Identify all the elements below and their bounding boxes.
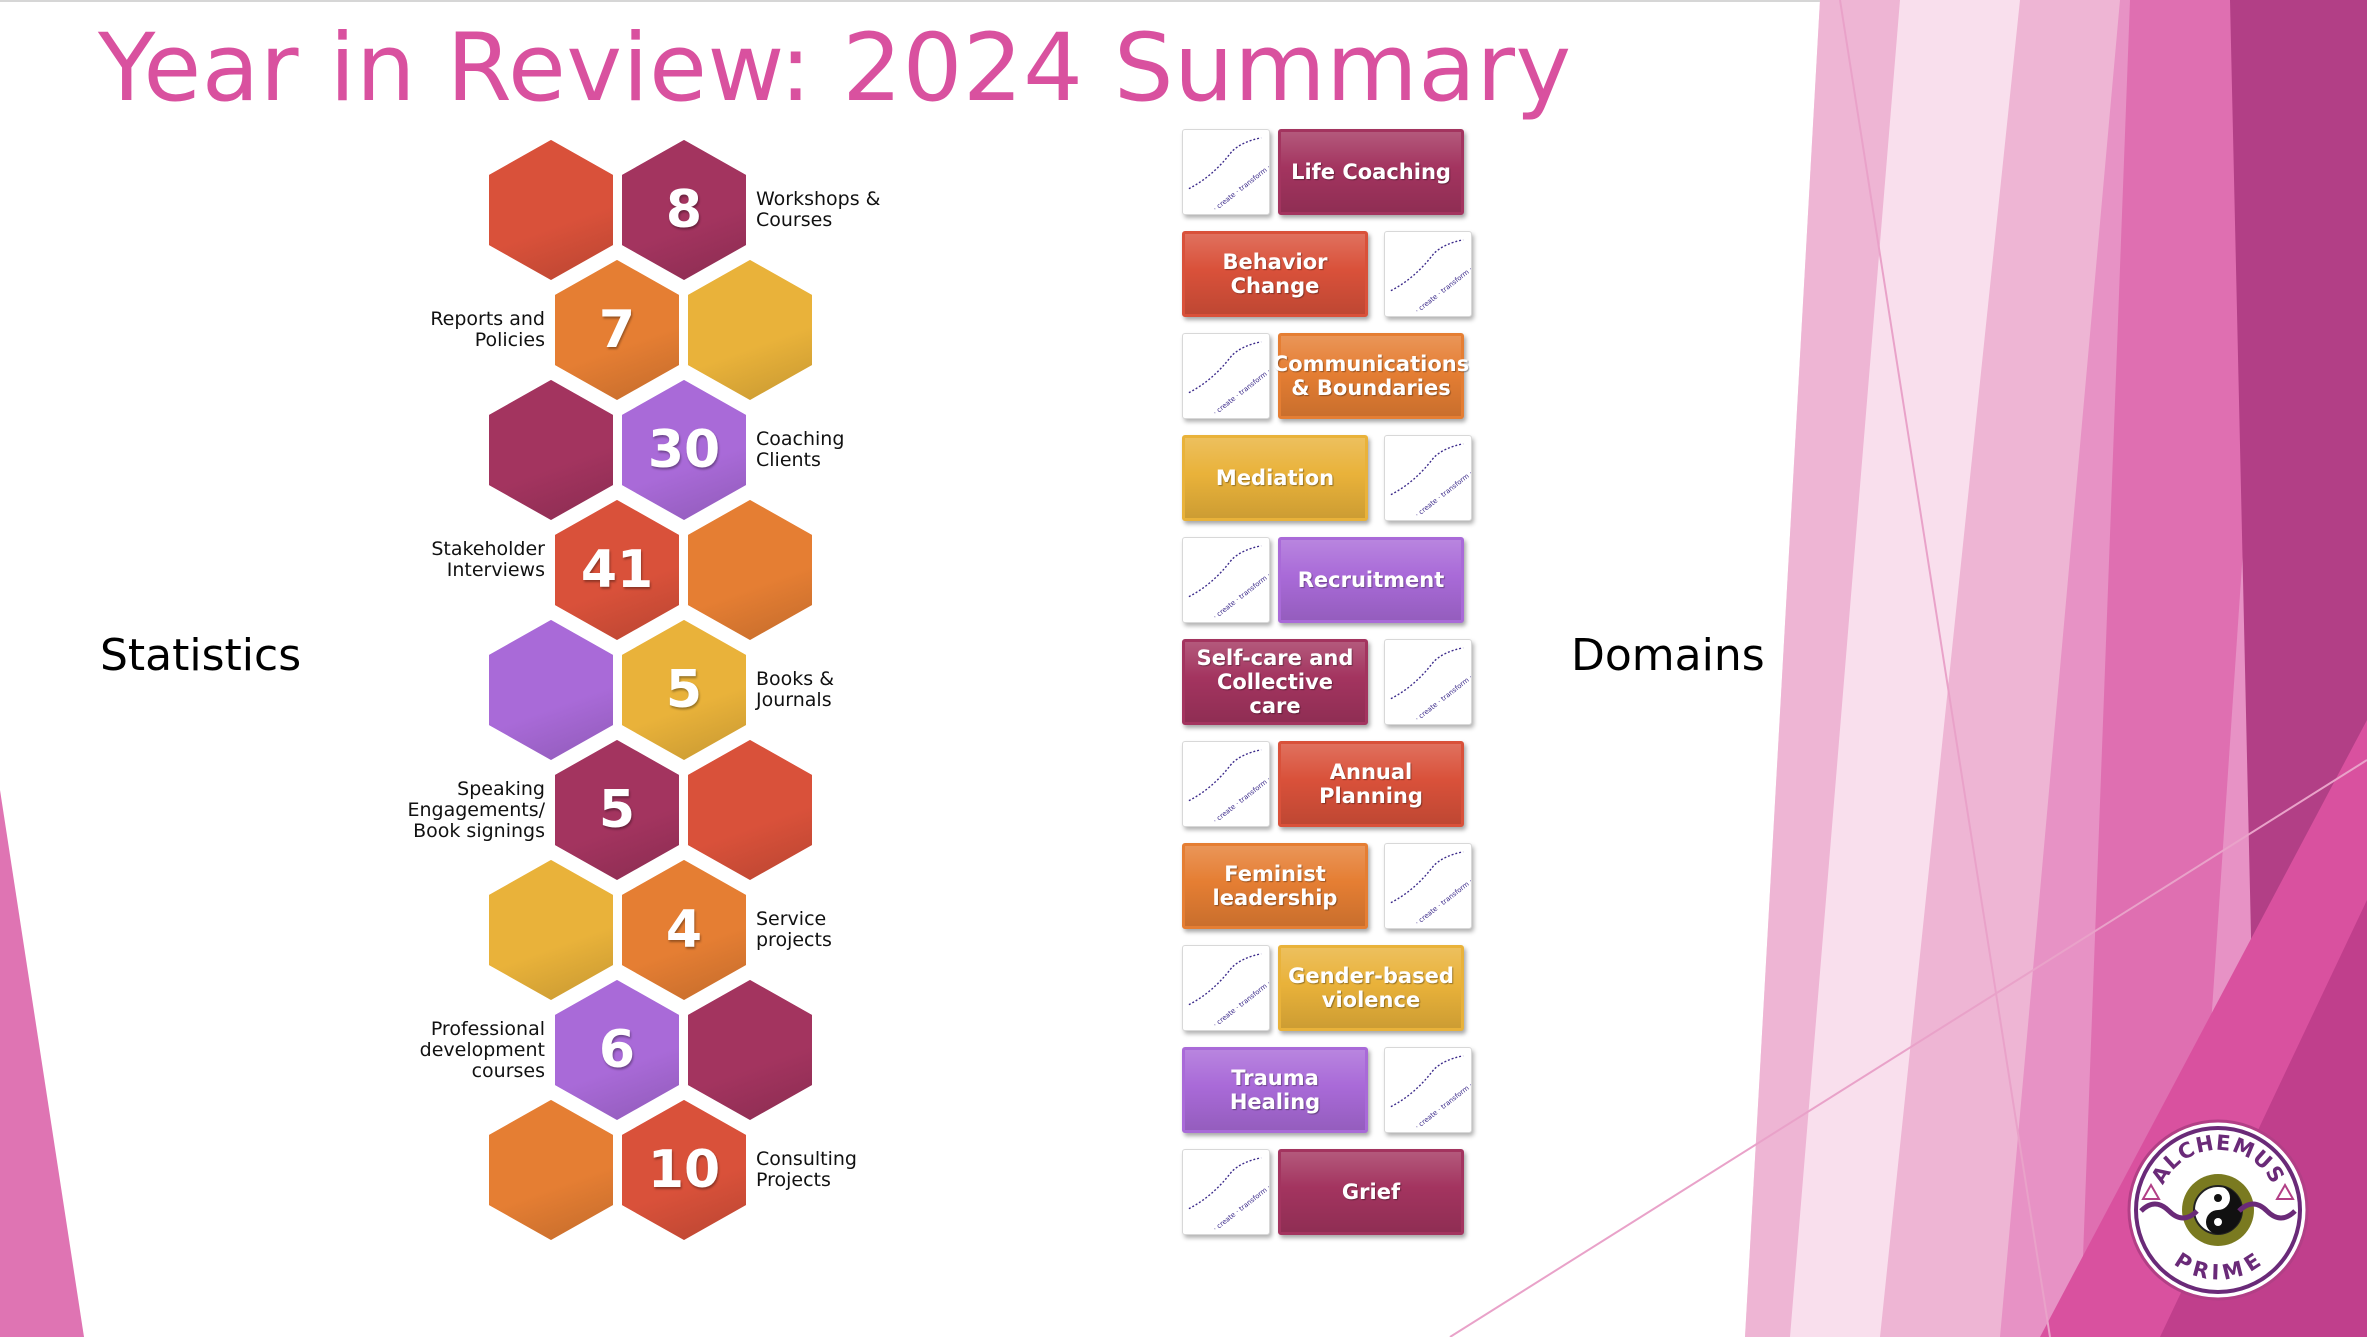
statistic-hexagon: 8 — [622, 140, 746, 280]
domain-thumbnail-image: · create · transform · — [1182, 129, 1270, 215]
domain-box: Self-care and Collective care — [1182, 639, 1368, 725]
domain-thumbnail-image: · create · transform · — [1384, 639, 1472, 725]
domain-box: Trauma Healing — [1182, 1047, 1368, 1133]
svg-text:· create · transform ·: · create · transform · — [1212, 367, 1269, 417]
svg-text:· create · transform ·: · create · transform · — [1212, 571, 1269, 621]
statistic-label: Professional development courses — [419, 1017, 545, 1082]
statistics-heading: Statistics — [100, 630, 302, 681]
svg-text:· create · transform ·: · create · transform · — [1212, 775, 1269, 825]
statistic-value: 30 — [647, 420, 721, 480]
domain-thumbnail-image: · create · transform · — [1384, 231, 1472, 317]
statistic-hexagon: 30 — [622, 380, 746, 520]
statistic-label: Reports and Policies — [430, 308, 545, 351]
svg-text:· create · transform ·: · create · transform · — [1414, 265, 1471, 315]
statistic-label: Books & Journals — [756, 668, 835, 711]
statistic-value: 4 — [665, 900, 703, 960]
statistic-label: Service projects — [756, 908, 832, 951]
decorative-hexagon — [688, 260, 812, 400]
domain-box: Annual Planning — [1278, 741, 1464, 827]
svg-text:· create · transform ·: · create · transform · — [1414, 469, 1471, 519]
domain-thumbnail-image: · create · transform · — [1384, 843, 1472, 929]
statistic-label: Consulting Projects — [756, 1148, 857, 1191]
domain-thumbnail-image: · create · transform · — [1182, 945, 1270, 1031]
page-title: Year in Review: 2024 Summary — [98, 14, 1572, 123]
domain-thumbnail-image: · create · transform · — [1182, 741, 1270, 827]
statistic-hexagon: 7 — [555, 260, 679, 400]
domain-box: Communications & Boundaries — [1273, 333, 1469, 419]
domain-thumbnail-image: · create · transform · — [1384, 1047, 1472, 1133]
svg-text:· create · transform ·: · create · transform · — [1414, 877, 1471, 927]
svg-text:· create · transform ·: · create · transform · — [1414, 673, 1471, 723]
statistic-value: 41 — [580, 540, 654, 600]
statistic-value: 8 — [665, 180, 703, 240]
statistic-value: 5 — [598, 780, 636, 840]
domain-box: Behavior Change — [1182, 231, 1368, 317]
svg-text:· create · transform ·: · create · transform · — [1212, 163, 1269, 213]
domain-box: Mediation — [1182, 435, 1368, 521]
statistic-value: 7 — [598, 300, 636, 360]
domain-thumbnail-image: · create · transform · — [1182, 1149, 1270, 1235]
domain-thumbnail-image: · create · transform · — [1182, 537, 1270, 623]
statistic-hexagon: 10 — [622, 1100, 746, 1240]
alchemus-prime-logo: ALCHEMUS PRIME — [2127, 1119, 2309, 1301]
decorative-hexagon — [489, 1100, 613, 1240]
statistic-value: 6 — [598, 1020, 636, 1080]
svg-text:· create · transform ·: · create · transform · — [1212, 979, 1269, 1029]
statistic-value: 5 — [665, 660, 703, 720]
statistic-label: Stakeholder Interviews — [431, 537, 545, 581]
statistic-label: Workshops & Courses — [756, 188, 881, 231]
domain-box: Feminist leadership — [1182, 843, 1368, 929]
domain-thumbnail-image: · create · transform · — [1384, 435, 1472, 521]
domains-heading: Domains — [1571, 630, 1765, 681]
domain-box: Grief — [1278, 1149, 1464, 1235]
svg-text:· create · transform ·: · create · transform · — [1414, 1081, 1471, 1131]
domain-thumbnail-image: · create · transform · — [1182, 333, 1270, 419]
statistic-value: 10 — [647, 1140, 721, 1200]
domain-box: Life Coaching — [1278, 129, 1464, 215]
svg-text:· create · transform ·: · create · transform · — [1212, 1183, 1269, 1233]
domain-box: Gender-based violence — [1278, 945, 1464, 1031]
statistic-label: Speaking Engagements/ Book signings — [407, 777, 546, 842]
statistic-label: Coaching Clients — [756, 428, 845, 471]
decorative-hexagon — [489, 380, 613, 520]
domain-box: Recruitment — [1278, 537, 1464, 623]
